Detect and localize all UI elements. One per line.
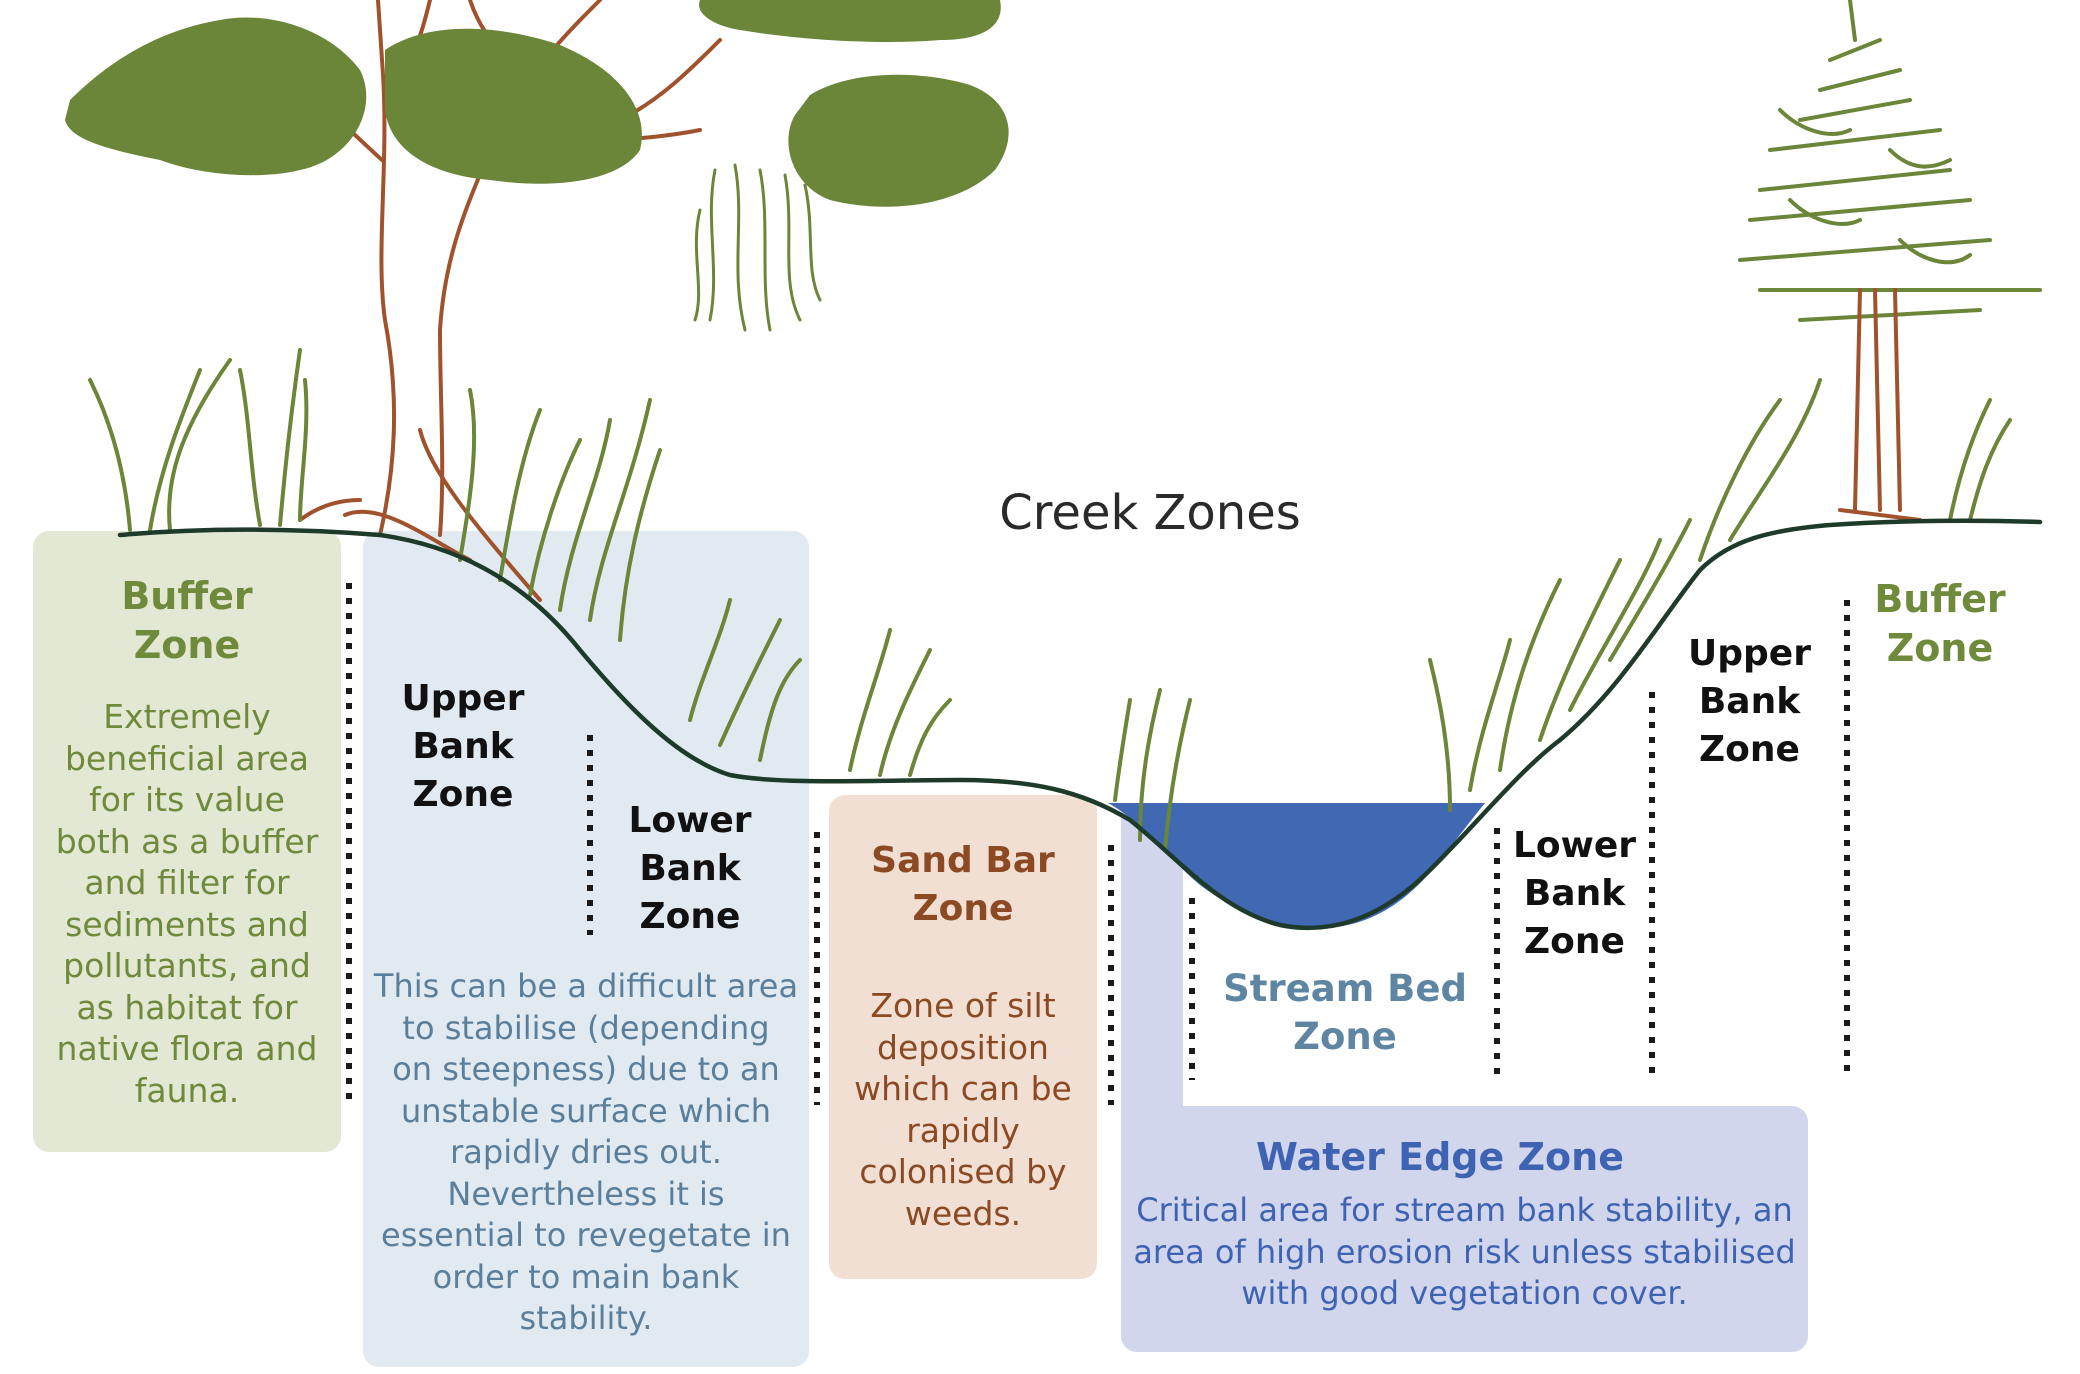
buffer-zone-left-description: Extremely beneficial area for its value … bbox=[55, 697, 319, 1110]
pine-trunk-icon bbox=[1838, 288, 1922, 522]
lower-bank-zone-left-heading: Lower Bank Zone bbox=[628, 800, 752, 937]
bank-zone-left-panel bbox=[363, 531, 809, 1367]
sand-bar-zone-description: Zone of silt deposition which can be rap… bbox=[854, 986, 1072, 1233]
ground-profile-line bbox=[117, 518, 2043, 931]
sand-bar-zone-panel bbox=[829, 795, 1097, 1279]
tree-canopy-icon bbox=[65, 0, 1009, 207]
pine-tree-icon bbox=[1738, 0, 2042, 322]
sand-bar-zone-heading: Sand Bar Zone bbox=[871, 840, 1055, 929]
stream-water bbox=[1108, 803, 1485, 928]
water-edge-zone-description: Critical area for stream bank stability,… bbox=[1133, 1191, 1796, 1312]
hanging-moss-icon bbox=[693, 163, 822, 332]
buffer-zone-right-heading: Buffer Zone bbox=[1874, 577, 2006, 670]
water-edge-zone-panel-upright bbox=[1121, 803, 1183, 1183]
bank-zone-description: This can be a difficult area to stabilis… bbox=[373, 967, 799, 1337]
lower-bank-zone-right-heading: Lower Bank Zone bbox=[1512, 825, 1637, 962]
upper-bank-zone-left-heading: Upper Bank Zone bbox=[401, 678, 525, 815]
water-edge-zone-panel bbox=[1121, 1106, 1808, 1352]
upper-bank-zone-right-heading: Upper Bank Zone bbox=[1688, 633, 1811, 770]
diagram-title: Creek Zones bbox=[999, 485, 1301, 541]
stream-bed-zone-heading: Stream Bed Zone bbox=[1223, 967, 1467, 1058]
buffer-zone-left-panel bbox=[33, 531, 341, 1152]
buffer-zone-left-heading: Buffer Zone bbox=[121, 574, 253, 667]
grass-vegetation-icon bbox=[88, 348, 2012, 852]
water-edge-zone-heading: Water Edge Zone bbox=[1256, 1135, 1624, 1179]
zone-boundary-lines bbox=[346, 583, 1850, 1105]
